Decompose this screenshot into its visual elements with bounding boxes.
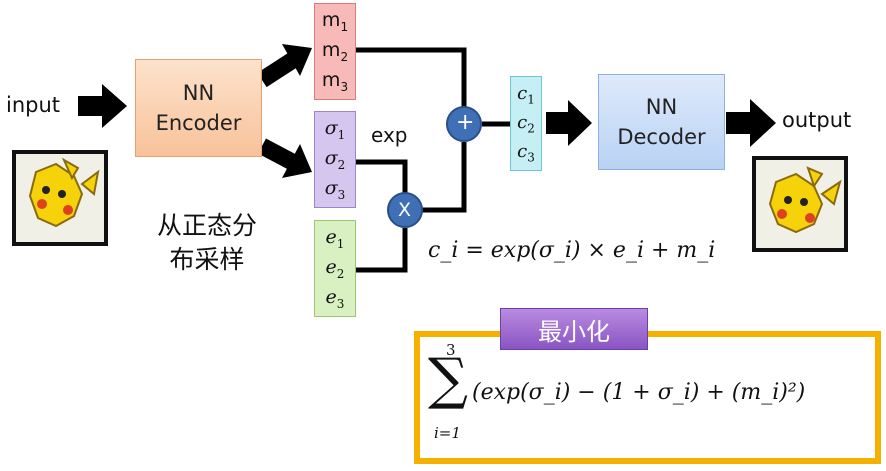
sampling-note-line2: 布采样 bbox=[169, 245, 245, 274]
m-vector: m1 m2 m3 bbox=[314, 3, 356, 100]
e-item: e3 bbox=[325, 285, 345, 311]
e-item: e2 bbox=[325, 256, 345, 281]
input-label: input bbox=[6, 93, 61, 117]
e-item: e1 bbox=[325, 226, 345, 252]
c-item: c2 bbox=[517, 111, 535, 136]
decoder-line2: Decoder bbox=[617, 125, 706, 149]
c-to-decoder-arrow bbox=[546, 100, 592, 146]
sampling-note: 从正态分 布采样 bbox=[145, 209, 269, 277]
sigma-vector: σ1 σ2 σ3 bbox=[314, 111, 356, 208]
sigma-item: σ1 bbox=[324, 117, 346, 143]
input-arrow bbox=[78, 84, 127, 128]
c-item: c1 bbox=[517, 82, 535, 107]
sampling-note-line1: 从正态分 bbox=[156, 211, 257, 240]
times-to-plus-line bbox=[422, 142, 467, 213]
loss-box bbox=[414, 331, 881, 464]
nn-encoder: NN Encoder bbox=[135, 59, 262, 157]
sum-upper-limit: 3 bbox=[446, 341, 456, 359]
decoder-to-output-arrow bbox=[726, 99, 776, 147]
m-item: m1 bbox=[321, 9, 349, 35]
sum-lower-limit: i=1 bbox=[434, 424, 461, 442]
times-operator bbox=[387, 192, 423, 228]
minimize-badge: 最小化 bbox=[500, 308, 648, 350]
encoder-line2: Encoder bbox=[155, 111, 242, 135]
output-image bbox=[752, 156, 848, 252]
ci-formula: c_i = exp(σ_i) × e_i + m_i bbox=[428, 238, 716, 263]
e-to-times-line bbox=[356, 228, 408, 273]
times-symbol: X bbox=[398, 199, 412, 221]
e-vector: e1 e2 e3 bbox=[314, 220, 356, 317]
input-image bbox=[12, 150, 108, 246]
c-vector: c1 c2 c3 bbox=[510, 76, 542, 171]
pikachu-icon bbox=[16, 154, 104, 242]
pikachu-icon bbox=[756, 160, 844, 248]
sigma-to-times-line bbox=[356, 159, 408, 193]
loss-expression: (exp(σ_i) − (1 + σ_i) + (m_i)²) bbox=[472, 380, 806, 405]
encoder-to-m-arrow bbox=[257, 44, 312, 88]
plus-operator bbox=[446, 106, 482, 142]
sigma-item: σ2 bbox=[324, 147, 346, 172]
c-item: c3 bbox=[517, 140, 535, 165]
decoder-line1: NN bbox=[645, 95, 678, 119]
m-item: m3 bbox=[321, 68, 349, 94]
sum-sigma-symbol: ∑ bbox=[428, 347, 468, 412]
nn-decoder: NN Decoder bbox=[598, 74, 725, 170]
plus-symbol: + bbox=[456, 110, 475, 135]
encoder-to-sigma-arrow bbox=[258, 138, 312, 178]
sigma-item: σ3 bbox=[324, 176, 346, 202]
exp-label: exp bbox=[371, 123, 408, 147]
encoder-line1: NN bbox=[182, 81, 215, 105]
m-to-plus-line bbox=[356, 47, 467, 107]
m-item: m2 bbox=[321, 39, 349, 64]
output-label: output bbox=[782, 108, 852, 132]
